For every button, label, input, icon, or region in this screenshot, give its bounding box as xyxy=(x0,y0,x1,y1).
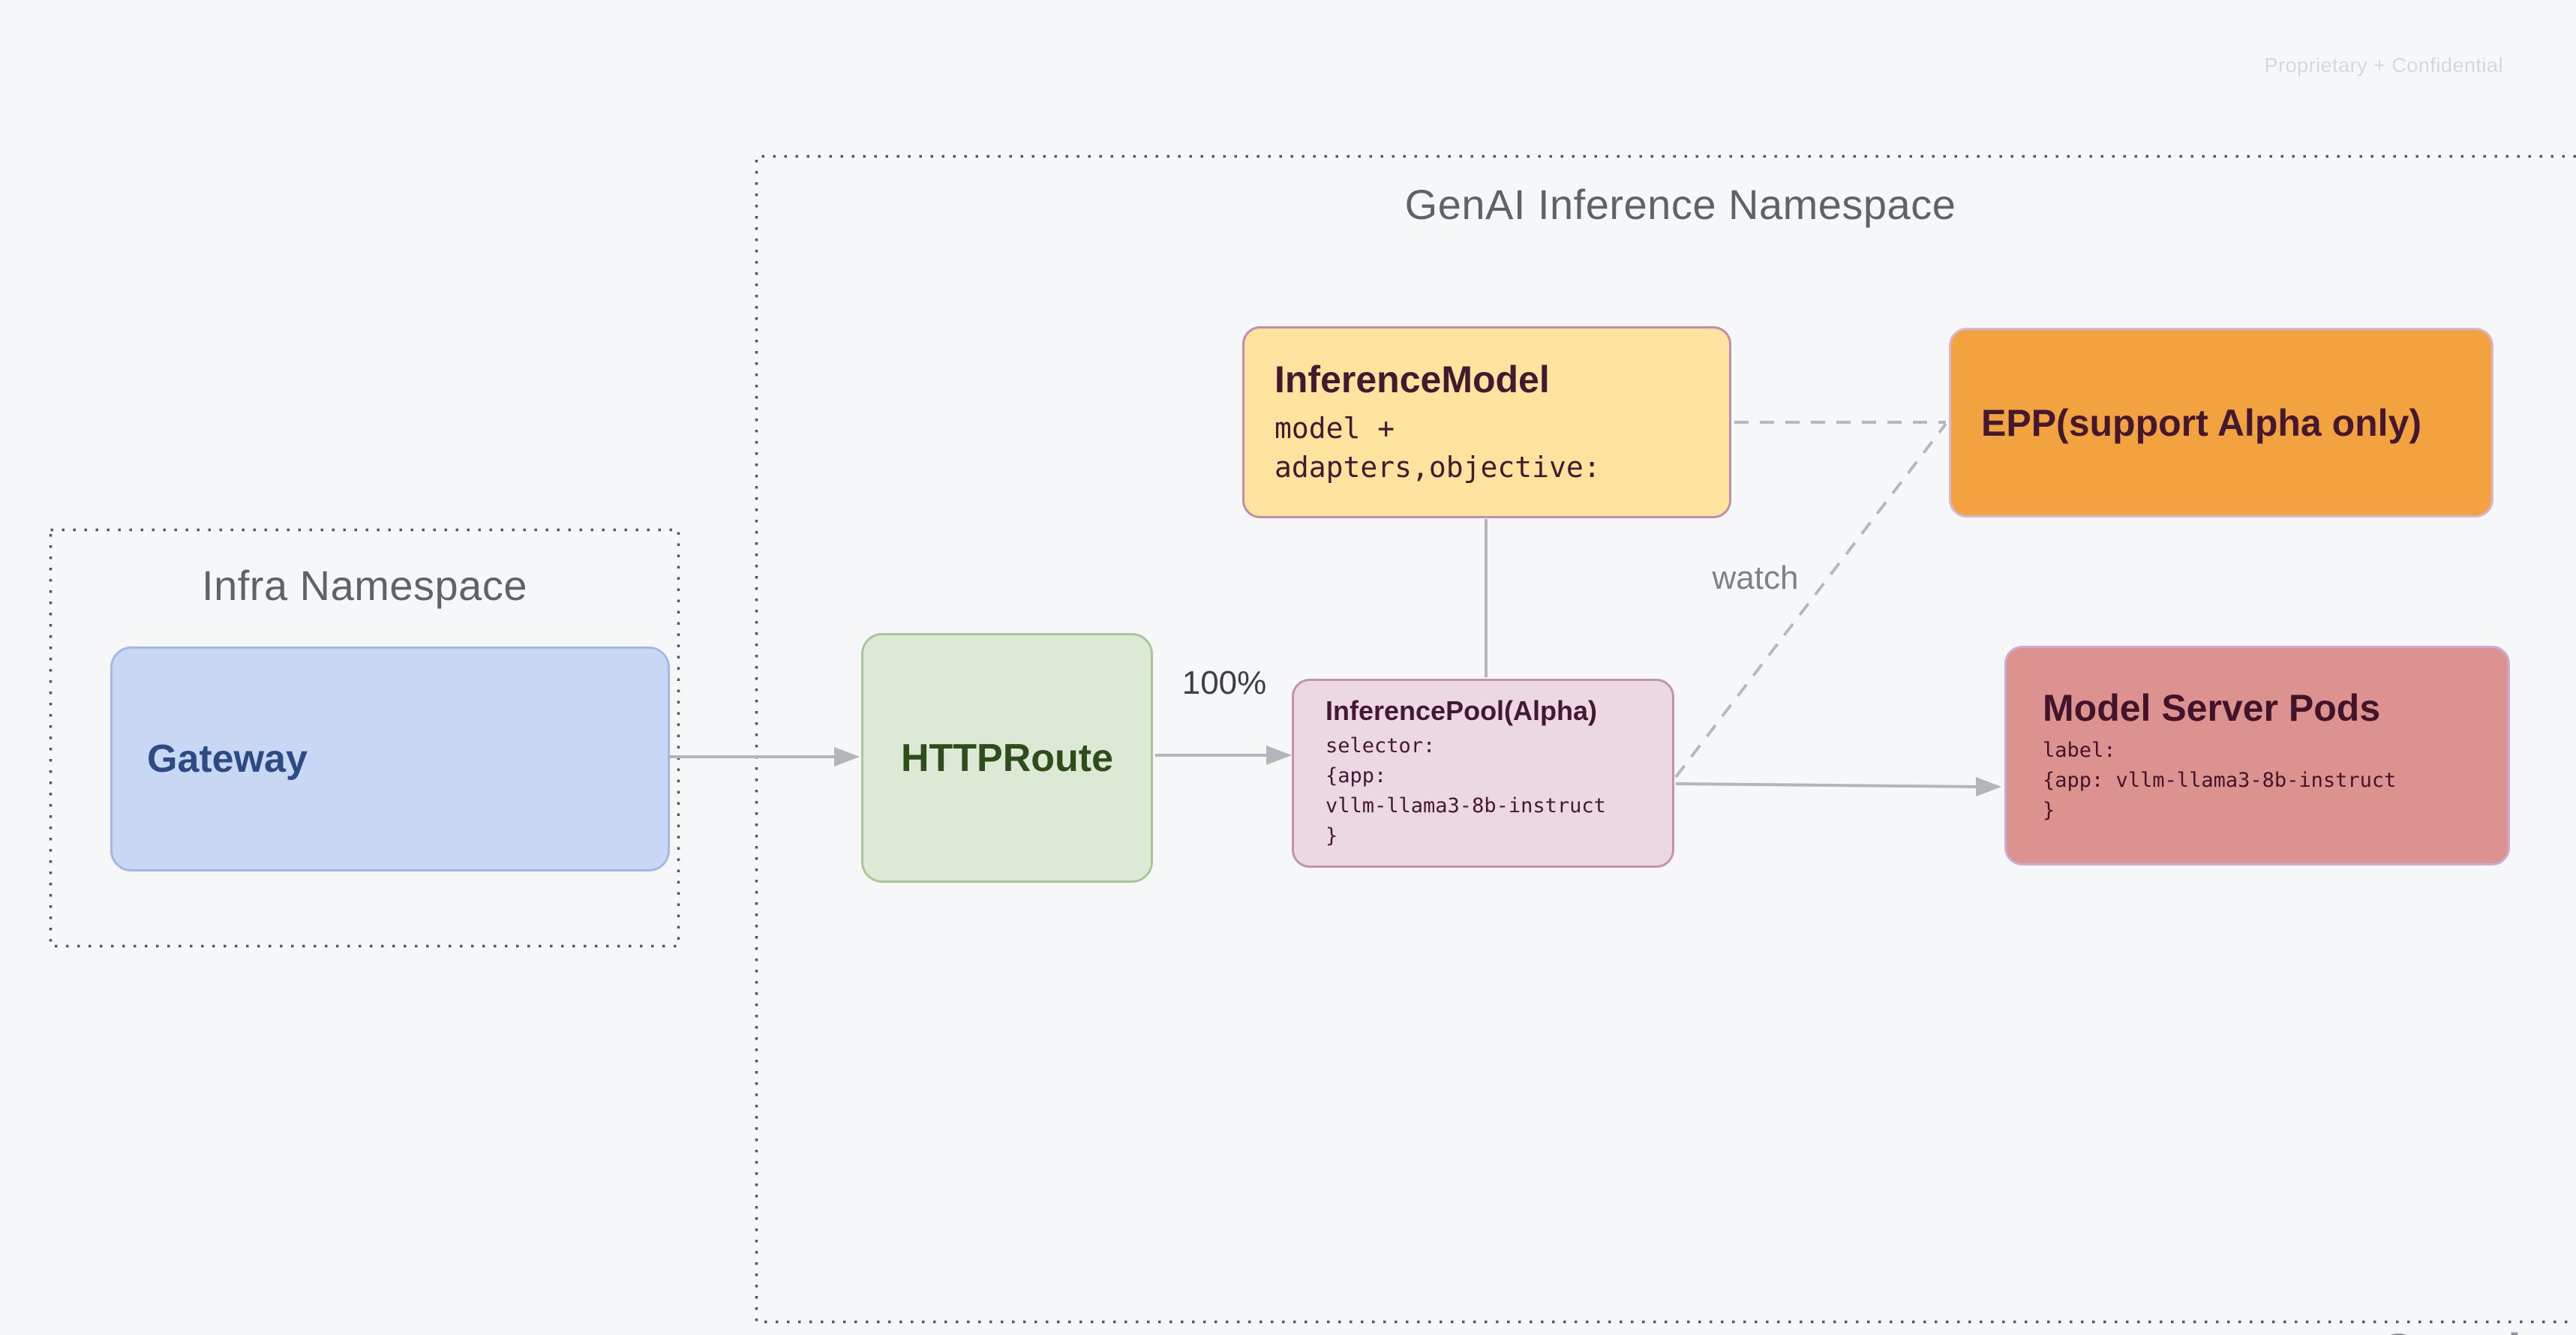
model-server-pods-node: Model Server Pods label: {app: vllm-llam… xyxy=(2004,646,2510,866)
model-server-pods-body-line: {app: vllm-llama3-8b-instruct xyxy=(2043,768,2397,792)
genai-namespace-dotted-border xyxy=(755,154,2576,1324)
confidential-note: Proprietary + Confidential xyxy=(2264,54,2503,76)
inference-pool-body-line: vllm-llama3-8b-instruct xyxy=(1326,794,1606,818)
httproute-node: HTTPRoute xyxy=(861,633,1153,883)
model-server-pods-body-line: label: xyxy=(2043,738,2116,762)
arrowhead-inferencepool-to-pods xyxy=(1976,777,2001,796)
inference-pool-node: InferencePool(Alpha) selector: {app: vll… xyxy=(1292,679,1674,868)
inference-pool-node-title: InferencePool(Alpha) xyxy=(1326,695,1598,726)
inference-pool-body-line: {app: xyxy=(1326,764,1387,788)
inference-model-node: InferenceModel model + adapters,objectiv… xyxy=(1242,326,1731,518)
arrowhead-httproute-to-inferencepool xyxy=(1266,746,1292,765)
epp-node-title: EPP(support Alpha only) xyxy=(1981,401,2422,444)
inference-model-body-line: model + xyxy=(1274,412,1395,445)
model-server-pods-node-title: Model Server Pods xyxy=(2043,686,2381,729)
arrowhead-gateway-to-httproute xyxy=(834,747,860,766)
httproute-node-title: HTTPRoute xyxy=(900,736,1114,780)
epp-node: EPP(support Alpha only) xyxy=(1949,328,2493,518)
arrow-inferencepool-to-pods xyxy=(1675,782,1977,788)
gateway-node: Gateway xyxy=(110,646,670,872)
google-watermark: Google xyxy=(2379,1323,2549,1335)
inference-model-node-title: InferenceModel xyxy=(1274,358,1550,400)
dashed-watch-inferencepool-to-epp xyxy=(1674,422,1947,778)
inference-pool-body-line: selector: xyxy=(1326,734,1436,758)
inference-model-body-line: adapters,objective: xyxy=(1274,451,1601,484)
infra-namespace-dotted-border xyxy=(49,528,680,948)
inference-pool-body-line: } xyxy=(1326,824,1338,848)
route-weight-label: 100% xyxy=(1181,664,1267,701)
gateway-node-title: Gateway xyxy=(147,737,308,781)
watch-label: watch xyxy=(1712,560,1799,596)
model-server-pods-body-line: } xyxy=(2043,798,2055,822)
genai-namespace-title: GenAI Inference Namespace xyxy=(1404,181,1956,228)
infra-namespace-title: Infra Namespace xyxy=(202,562,527,609)
